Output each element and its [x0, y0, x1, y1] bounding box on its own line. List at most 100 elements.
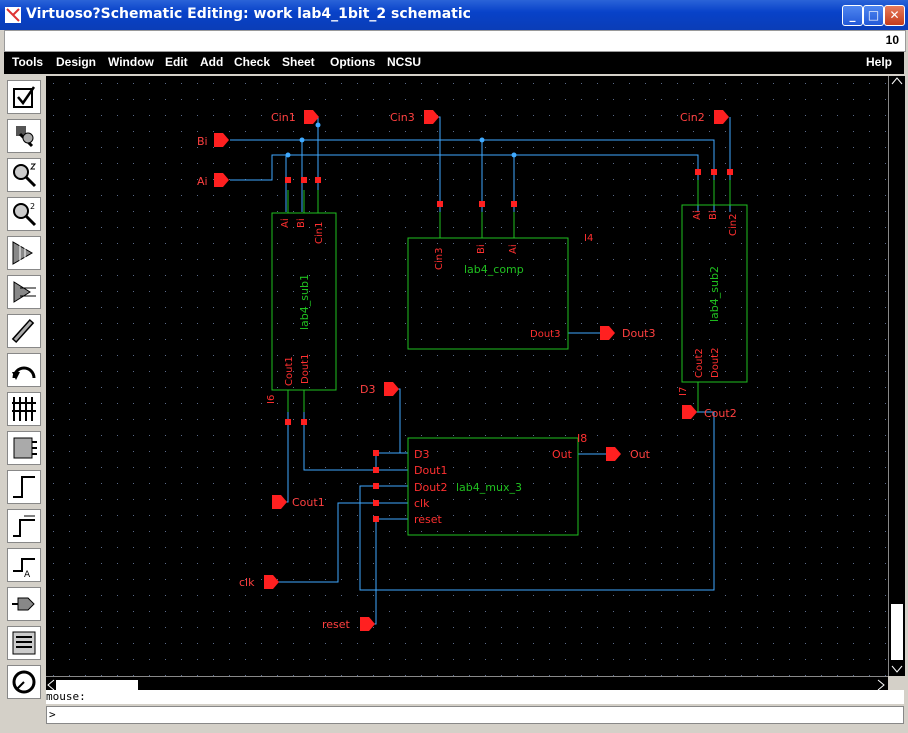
delete-icon[interactable]	[7, 314, 41, 348]
svg-text:reset: reset	[414, 513, 443, 526]
label-dout3: Dout3	[622, 327, 655, 340]
symbol-mux	[407, 437, 579, 536]
menu-bar: Tools Design Window Edit Add Check Sheet…	[4, 52, 904, 74]
pins	[214, 110, 729, 631]
schematic-canvas[interactable]: Cin1 Bi Ai Cin3 Cin2 Dout3 D3 Cout2 Out …	[46, 76, 888, 676]
svg-text:Cout1: Cout1	[284, 356, 295, 386]
svg-text:lab4_mux_3: lab4_mux_3	[456, 481, 522, 494]
pin-labels: Cin1 Bi Ai Cin3 Cin2 Dout3 D3 Cout2 Out …	[197, 111, 737, 631]
zoom-out-icon[interactable]: 2	[7, 197, 41, 231]
pin-cin2	[714, 110, 729, 124]
label-cout1: Cout1	[292, 496, 325, 509]
pin-reset	[360, 617, 375, 631]
mouse-status: mouse:	[46, 690, 904, 704]
copy-icon[interactable]	[7, 275, 41, 309]
instance-icon[interactable]	[7, 431, 41, 465]
svg-text:clk: clk	[414, 497, 430, 510]
svg-text:Dout2: Dout2	[710, 348, 721, 378]
cmd-options-icon[interactable]	[7, 626, 41, 660]
sub2-text: Ai Bi Cin2 lab4_sub2 Cout2 Dout2 I7	[678, 210, 739, 396]
svg-text:Cin3: Cin3	[434, 248, 445, 270]
label-d3: D3	[360, 383, 375, 396]
label-icon[interactable]: A	[7, 548, 41, 582]
svg-text:Cout2: Cout2	[694, 348, 705, 378]
svg-text:I8: I8	[577, 432, 587, 445]
menu-ncsu[interactable]: NCSU	[387, 55, 422, 69]
label-cin1: Cin1	[271, 111, 296, 124]
svg-text:lab4_sub2: lab4_sub2	[708, 266, 721, 322]
command-line[interactable]: >	[46, 706, 904, 724]
close-button[interactable]: ✕	[884, 5, 905, 26]
window-title: Virtuoso?Schematic Editing: work lab4_1b…	[26, 6, 471, 22]
mouse-label: mouse:	[46, 690, 86, 703]
menu-tools[interactable]: Tools	[12, 55, 44, 69]
svg-text:I6: I6	[266, 395, 277, 404]
maximize-button[interactable]: □	[863, 5, 884, 26]
menu-edit[interactable]: Edit	[165, 55, 188, 69]
menu-add[interactable]: Add	[200, 55, 224, 69]
label-out: Out	[630, 448, 651, 461]
wire-name-icon[interactable]	[7, 509, 41, 543]
minimize-button[interactable]: _	[842, 5, 863, 26]
menu-window[interactable]: Window	[108, 55, 154, 69]
svg-text:2: 2	[30, 202, 35, 211]
stretch-icon[interactable]	[7, 236, 41, 270]
menu-design[interactable]: Design	[56, 55, 97, 69]
pin-ai	[214, 173, 229, 187]
status-strip: 10	[4, 30, 906, 52]
menu-options[interactable]: Options	[330, 55, 376, 69]
pin-out	[606, 447, 621, 461]
grid	[46, 76, 888, 676]
svg-text:lab4_sub1: lab4_sub1	[298, 274, 311, 330]
title-bar: Virtuoso?Schematic Editing: work lab4_1b…	[0, 0, 908, 30]
menu-sheet[interactable]: Sheet	[282, 55, 315, 69]
horizontal-scrollbar[interactable]	[46, 676, 888, 691]
app-icon	[5, 7, 21, 23]
label-ai: Ai	[197, 175, 208, 188]
symbol-comp	[407, 237, 569, 350]
pin-cout1	[272, 495, 287, 509]
pin-d3	[384, 382, 399, 396]
svg-text:Out: Out	[552, 448, 573, 461]
status-number: 10	[885, 33, 899, 47]
label-cin3: Cin3	[390, 111, 415, 124]
svg-text:Dout1: Dout1	[414, 464, 447, 477]
zoom-in-icon[interactable]	[7, 158, 41, 192]
zoom-fit-icon[interactable]	[7, 119, 41, 153]
tool-palette: 2 A	[4, 76, 44, 721]
svg-text:D3: D3	[414, 448, 429, 461]
vertical-scrollbar[interactable]	[888, 76, 905, 676]
svg-text:Dout1: Dout1	[300, 354, 311, 384]
pin-icon[interactable]	[7, 587, 41, 621]
connection-points	[285, 169, 733, 522]
svg-text:Ai: Ai	[692, 210, 703, 220]
svg-text:Cin2: Cin2	[728, 214, 739, 236]
label-bi: Bi	[197, 135, 208, 148]
svg-text:A: A	[24, 570, 31, 579]
svg-text:lab4_comp: lab4_comp	[464, 263, 524, 276]
svg-text:Bi: Bi	[476, 244, 487, 254]
svg-text:Cin1: Cin1	[314, 222, 325, 244]
svg-text:Dout3: Dout3	[530, 329, 560, 340]
descend-icon[interactable]	[7, 665, 41, 699]
mux-text: D3 Dout1 Dout2 clk reset lab4_mux_3 Out …	[414, 432, 587, 526]
command-prompt: >	[49, 708, 56, 721]
pin-cout2	[682, 405, 697, 419]
property-icon[interactable]	[7, 392, 41, 426]
svg-text:I7: I7	[678, 387, 689, 396]
undo-icon[interactable]	[7, 353, 41, 387]
pin-cin1	[304, 110, 319, 124]
symbols	[271, 180, 748, 536]
svg-text:Bi: Bi	[296, 218, 307, 228]
check-save-icon[interactable]	[7, 80, 41, 114]
sub1-text: Ai Bi Cin1 lab4_sub1 Cout1 Dout1 I6	[266, 218, 325, 404]
pin-dout3	[600, 326, 615, 340]
wire-icon[interactable]	[7, 470, 41, 504]
pin-cin3	[424, 110, 439, 124]
label-cin2: Cin2	[680, 111, 705, 124]
menu-check[interactable]: Check	[234, 55, 271, 69]
pin-clk	[264, 575, 279, 589]
svg-text:I4: I4	[584, 233, 593, 244]
svg-text:Ai: Ai	[508, 244, 519, 254]
menu-help[interactable]: Help	[866, 55, 893, 69]
